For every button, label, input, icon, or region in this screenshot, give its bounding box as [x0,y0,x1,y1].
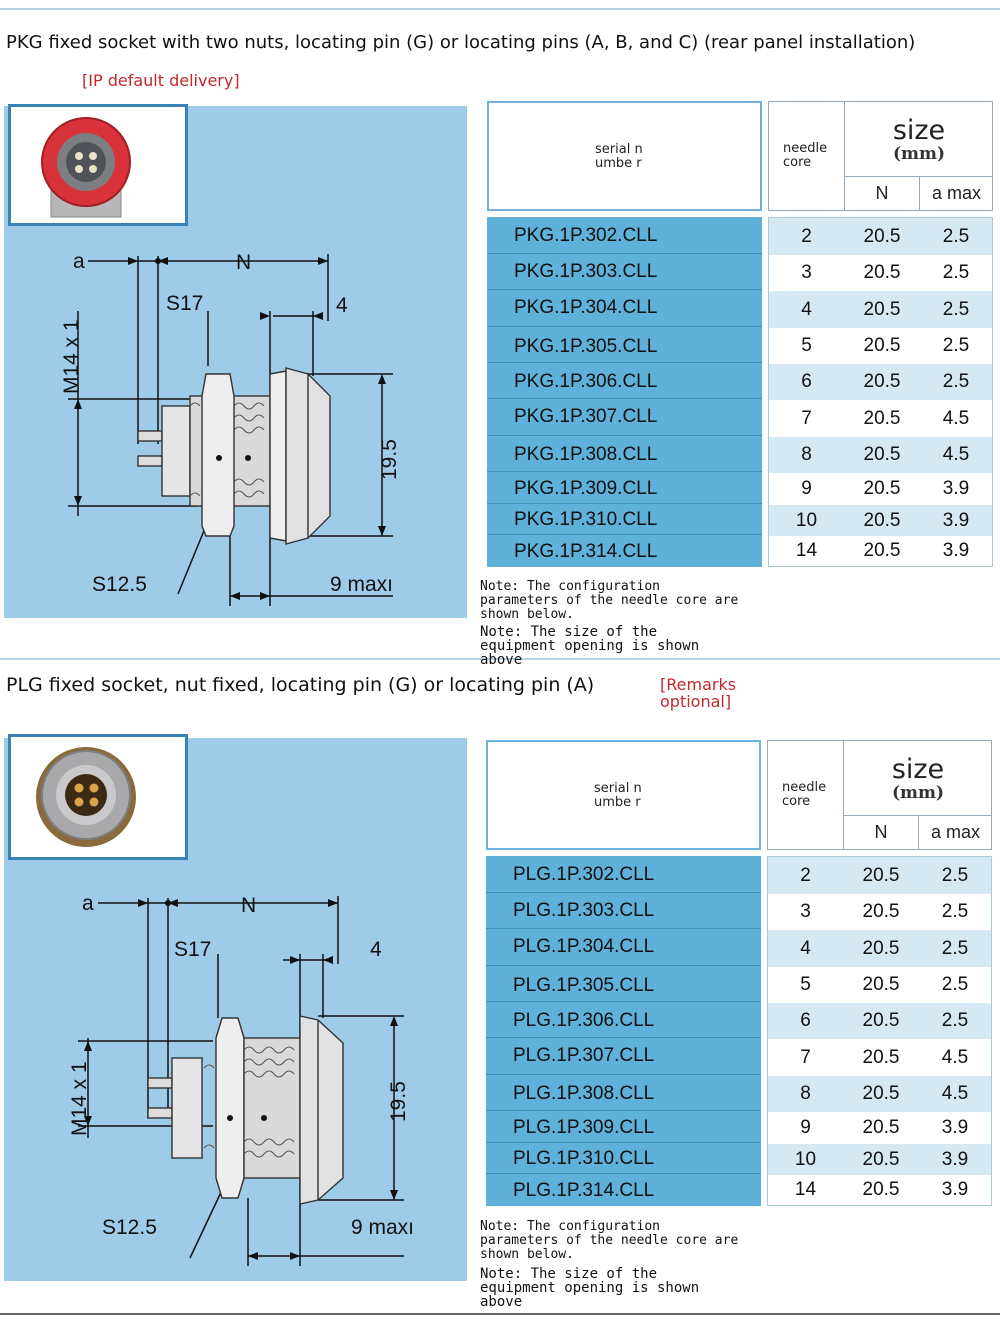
dim-4-label: 4 [370,938,382,961]
dim-max-label: 9 maxı [351,1216,414,1239]
note-opening-size: Note: The size of the equipment opening … [480,1266,700,1310]
header-needle-core: needle core [769,102,845,210]
section-plg: PLG fixed socket, nut fixed, locating pi… [0,660,1000,1310]
dim-max-label: 9 maxı [330,573,393,596]
header-right: needle core size (mm) N a max [767,740,992,850]
spec-table: serial numbe r needle core size (mm) N a… [486,740,992,1210]
section-pkg: PKG fixed socket with two nuts, locating… [0,0,1000,667]
note-core-config: Note: The configuration parameters of th… [480,1219,739,1262]
serial-column: PKG.1P.302.CLL PKG.1P.303.CLL PKG.1P.304… [487,217,762,567]
table-row: PLG.1P.302.CLL [486,856,761,893]
notes: Note: The configuration parameters of th… [480,579,740,668]
connector-photo [8,734,188,860]
table-row: PKG.1P.310.CLL [487,504,762,535]
note-opening-size: Note: The size of the equipment opening … [480,624,700,668]
bottom-divider [0,1313,1000,1315]
table-row: PKG.1P.307.CLL [487,399,762,436]
table-row: PKG.1P.302.CLL [487,217,762,254]
serial-column: PLG.1P.302.CLL PLG.1P.303.CLL PLG.1P.304… [486,856,761,1206]
dim-s125-label: S12.5 [102,1216,157,1239]
plg-connector-image [36,747,136,847]
dim-n-label: N [236,251,251,274]
header-n: N [844,816,919,849]
dim-n-label: N [241,894,256,917]
dim-thread-label: M14 x 1 [68,1061,91,1136]
table-row: PLG.1P.309.CLL [486,1111,761,1143]
table-row: PKG.1P.303.CLL [487,254,762,290]
dim-s125-label: S12.5 [92,573,147,596]
pkg-connector-image [41,117,131,218]
note-core-config: Note: The configuration parameters of th… [480,579,739,622]
header-size: size (mm) [845,102,993,177]
header-a-max: a max [931,183,982,203]
connector-photo [8,104,188,226]
dim-a-label: a [82,892,94,915]
section-title: PKG fixed socket with two nuts, locating… [6,32,916,53]
table-row: PLG.1P.310.CLL [486,1143,761,1174]
section-title: PLG fixed socket, nut fixed, locating pi… [6,674,595,696]
header-right: needle core size (mm) N a max [768,101,993,211]
table-row: PKG.1P.305.CLL [487,327,762,363]
notes: Note: The configuration parameters of th… [480,1219,740,1310]
header-size: size (mm) [844,741,992,816]
drawing-panel: a N S17 4 M14 x 1 19.5 S12.5 9 maxı [4,734,467,1281]
dim-s17-label: S17 [166,292,203,315]
table-row: PKG.1P.314.CLL [514,541,658,562]
dimension-drawing: a N S17 4 M14 x 1 19.5 S12.5 9 maxı [60,250,401,606]
dim-a-label: a [73,250,85,273]
section-note: [Remarks optional] [660,675,737,711]
table-row: PLG.1P.306.CLL [486,1002,761,1038]
section-divider [0,658,1000,660]
header-n: N [845,177,920,210]
table-row: PKG.1P.309.CLL [487,472,762,504]
table-row: PLG.1P.314.CLL [513,1180,655,1201]
drawing-panel: a N S17 4 M14 x 1 19.5 S12.5 9 maxı [4,104,467,618]
header-needle-core: needle core [768,741,844,849]
spec-table: serial numbe r needle core size (mm) N a… [487,101,993,571]
table-row: PKG.1P.306.CLL [487,363,762,399]
table-row: PLG.1P.307.CLL [486,1038,761,1075]
dim-4-label: 4 [336,294,348,317]
header-a-max: a max [930,822,981,842]
table-row: PKG.1P.304.CLL [487,290,762,327]
section-note: [IP default delivery] [82,71,240,90]
top-divider [0,8,1000,10]
dim-height-label: 19.5 [387,1081,410,1122]
dim-s17-label: S17 [174,938,211,961]
dimension-drawing: a N S17 4 M14 x 1 19.5 S12.5 9 maxı [68,892,414,1266]
table-row: PLG.1P.304.CLL [486,929,761,966]
header-serial-number: serial numbe r [487,101,762,211]
table-row: PLG.1P.303.CLL [486,893,761,929]
table-row: PKG.1P.308.CLL [487,436,762,472]
dim-thread-label: M14 x 1 [60,319,83,394]
table-row: PLG.1P.305.CLL [486,966,761,1002]
dim-height-label: 19.5 [378,439,401,480]
table-row: PLG.1P.308.CLL [486,1075,761,1111]
header-serial-number: serial numbe r [486,740,761,850]
